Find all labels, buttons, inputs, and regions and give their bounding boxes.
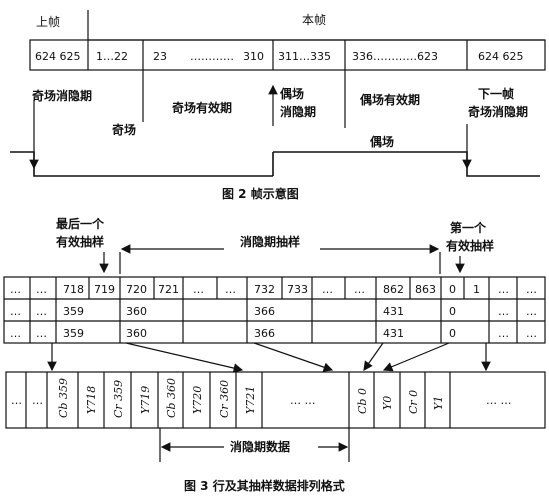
row1-cell: …: [193, 283, 204, 296]
label-even-blanking-2: 消隐期: [280, 104, 316, 119]
cell-lines-1-22: 1…22: [96, 50, 128, 63]
row1-cell: …: [526, 283, 537, 296]
row3-cell: …: [10, 327, 21, 340]
row2-cb-value: 366: [254, 305, 275, 318]
label-next-frame: 下一帧: [478, 86, 514, 101]
cell-ellipsis: …………: [190, 50, 234, 63]
row1-cell: …: [322, 283, 333, 296]
label-last-active-1: 最后一个: [56, 216, 105, 231]
row3-cr-value: 359: [63, 327, 84, 340]
row2-cell: …: [10, 305, 21, 318]
label-odd-field: 奇场: [112, 122, 136, 137]
stream-ellipsis: …: [11, 394, 22, 407]
row3-cell: …: [498, 327, 509, 340]
stream-sample: Cr 359: [112, 380, 125, 418]
row3-cell: …: [36, 327, 47, 340]
row1-cell: 732: [254, 283, 275, 296]
row2-cb-value: 359: [63, 305, 84, 318]
stream-sample: Cr 0: [407, 390, 420, 414]
row1-cell: …: [36, 283, 47, 296]
cell-line-23: 23: [153, 50, 167, 63]
stream-sample: Y718: [85, 386, 98, 414]
label-first-active-1: 第一个: [450, 220, 487, 235]
cell-prev-lines: 624 625: [35, 50, 81, 63]
row1-cell: 718: [63, 283, 84, 296]
stream-sample: Y720: [191, 386, 204, 414]
row3-cr-value: 360: [126, 327, 147, 340]
row1-dividers: [29, 277, 518, 343]
stream-sample: Cb 0: [356, 388, 369, 414]
stream-dividers: [25, 372, 451, 428]
stream-ellipsis: … …: [486, 394, 512, 407]
mapping-arrows: [47, 342, 491, 373]
cell-line-310: 310: [243, 50, 264, 63]
label-next-odd-blanking: 奇场消隐期: [468, 104, 528, 119]
stream-sample: Cr 360: [218, 380, 231, 418]
cell-next-lines: 624 625: [478, 50, 524, 63]
cell-lines-336-623: 336…………623: [352, 50, 438, 63]
label-last-active-2: 有效抽样: [56, 234, 104, 249]
label-odd-active: 奇场有效期: [172, 100, 232, 115]
row2-cb-value: 431: [383, 305, 404, 318]
stream-ellipsis: …: [32, 394, 43, 407]
label-even-active: 偶场有效期: [360, 92, 420, 107]
stream-sample: Y721: [244, 386, 257, 414]
row1-cell: …: [498, 283, 509, 296]
stream-sample: Cb 360: [165, 378, 178, 418]
row3-cr-value: 366: [254, 327, 275, 340]
stream-sample: Cb 359: [57, 378, 70, 418]
row3-cr-value: 0: [449, 327, 456, 340]
row1-cell: …: [225, 283, 236, 296]
figure-3: 最后一个 有效抽样 消隐期抽样 第一个 有效抽样: [3, 216, 546, 493]
odd-field-waveform: [10, 151, 273, 177]
row3-cr-value: 431: [383, 327, 404, 340]
sample-stream: [5, 371, 546, 429]
sample-table: [3, 276, 546, 344]
label-even-field: 偶场: [370, 134, 394, 149]
cell-lines-311-335: 311…335: [278, 50, 331, 63]
stream-sample: Y0: [381, 396, 394, 410]
label-first-active-2: 有效抽样: [446, 238, 494, 253]
label-blanking-data: 消隐期数据: [230, 439, 290, 454]
row2-cell: …: [526, 305, 537, 318]
row1-cell: 721: [158, 283, 179, 296]
row1-cell: 862: [383, 283, 404, 296]
row2-cb-value: 0: [449, 305, 456, 318]
row1-cell: 863: [415, 283, 436, 296]
row1-cell: …: [10, 283, 21, 296]
stream-sample: Y1: [432, 396, 445, 410]
figure-2-caption: 图 2 帧示意图: [222, 186, 299, 201]
row2-cell: …: [36, 305, 47, 318]
label-even-blanking-1: 偶场: [280, 86, 304, 101]
stream-ellipsis: … …: [290, 394, 316, 407]
label-odd-blanking: 奇场消隐期: [32, 88, 92, 103]
row2-cell: …: [498, 305, 509, 318]
figure-2: 上帧 本帧 624 625 1…22 23 ………… 310 311…335 3…: [10, 10, 546, 201]
header-this-frame: 本帧: [302, 13, 326, 27]
stream-sample: Y719: [139, 386, 152, 414]
header-prev-frame: 上帧: [36, 15, 60, 29]
row1-cell: 720: [126, 283, 147, 296]
figure-3-caption: 图 3 行及其抽样数据排列格式: [184, 478, 345, 493]
row1-cell: 1: [473, 283, 480, 296]
row2-cb-value: 360: [126, 305, 147, 318]
even-field-waveform: [273, 151, 540, 177]
row3-cell: …: [526, 327, 537, 340]
row1-cell: 733: [287, 283, 308, 296]
row1-cell: …: [354, 283, 365, 296]
frame-cells-box: [29, 39, 546, 71]
row1-cell: 719: [94, 283, 115, 296]
label-blanking-sampling: 消隐期抽样: [240, 234, 300, 249]
row1-cell: 0: [449, 283, 456, 296]
